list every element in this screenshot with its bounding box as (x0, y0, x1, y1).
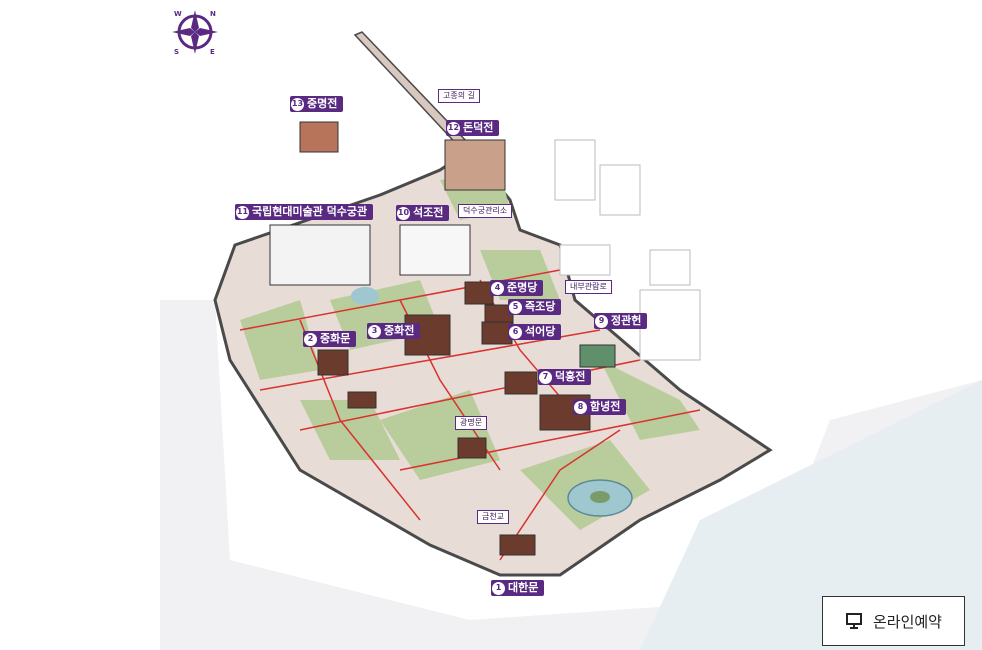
compass-w-label: W (174, 10, 182, 18)
landmark-name: 덕홍전 (555, 370, 586, 383)
landmark-number: 4 (491, 281, 504, 295)
gwangmyeongmun-tag: 광명문 (455, 416, 488, 430)
landmark-label-museum[interactable]: 11 국립현대미술관 덕수궁관 (235, 204, 374, 220)
daehanmun-building (499, 534, 536, 556)
gojong-road-tag: 고종의 길 (438, 89, 480, 103)
online-reservation-label: 온라인예약 (872, 612, 942, 631)
compass-s-label: S (174, 48, 179, 56)
deokhongjeon-building (504, 371, 538, 395)
landmark-label-jungmyeongjeon[interactable]: 13 중명전 (290, 96, 344, 112)
junghwamun-building (317, 349, 349, 376)
landmark-label-dondeokjeon[interactable]: 12 돈덕전 (446, 120, 500, 136)
landmark-label-junmyeongdang[interactable]: 4 준명당 (490, 280, 544, 296)
landmark-label-jeonggwanheon[interactable]: 9 정관헌 (594, 313, 648, 329)
landmark-number: 9 (595, 314, 608, 328)
compass-e-label: E (210, 48, 215, 56)
museum-building (269, 224, 371, 286)
landmark-number: 7 (539, 370, 552, 384)
landmark-number: 3 (368, 324, 381, 338)
landmark-number: 1 (492, 581, 505, 595)
seokjojeon-building (399, 224, 471, 276)
junghwajeon-building (404, 314, 451, 356)
landmark-name: 준명당 (507, 281, 538, 294)
fountain-pond (351, 287, 379, 305)
landmark-number: 13 (291, 97, 304, 111)
monitor-icon (845, 613, 862, 629)
landmark-label-seokjojeon[interactable]: 10 석조전 (396, 205, 450, 221)
landmark-number: 2 (304, 332, 317, 346)
junmyeongdang-building (464, 281, 494, 305)
landmark-name: 함녕전 (590, 400, 621, 413)
landmark-name: 정관헌 (611, 314, 642, 327)
landmark-name: 석조전 (413, 206, 444, 219)
landmark-name: 돈덕전 (463, 121, 494, 134)
inner-road-tag: 내부관람로 (565, 280, 612, 294)
landmark-label-junghwamun[interactable]: 2 중화문 (303, 331, 357, 347)
landmark-number: 10 (397, 206, 410, 220)
landmark-name: 중화전 (384, 324, 415, 337)
gwangmyeongmun-building (457, 437, 487, 459)
landmark-name: 즉조당 (525, 300, 556, 313)
landmark-number: 5 (509, 300, 522, 314)
landmark-name: 석어당 (525, 325, 556, 338)
dondeokjeon-building (444, 139, 506, 191)
landmark-name: 국립현대미술관 덕수궁관 (252, 205, 368, 218)
river-light (640, 380, 982, 650)
jeonggwanheon-building (579, 344, 616, 368)
landmark-label-hamnyeongjeon[interactable]: 8 함녕전 (573, 399, 627, 415)
landmark-number: 8 (574, 400, 587, 414)
landmark-label-junghwajeon[interactable]: 3 중화전 (367, 323, 421, 339)
landmark-label-seogeodang[interactable]: 6 석어당 (508, 324, 562, 340)
geumcheongyo-tag: 금천교 (477, 510, 510, 524)
landmark-name: 중화문 (320, 332, 351, 345)
office-tag: 덕수궁관리소 (458, 204, 513, 218)
gate-west-building (347, 391, 377, 409)
landmark-name: 대한문 (508, 581, 539, 594)
landmark-number: 11 (236, 205, 249, 219)
landmark-number: 6 (509, 325, 522, 339)
compass-rose-icon: W N S E (172, 10, 218, 56)
landmark-number: 12 (447, 121, 460, 135)
landmark-label-deokhongjeon[interactable]: 7 덕홍전 (538, 369, 592, 385)
online-reservation-button[interactable]: 온라인예약 (822, 596, 965, 646)
compass-n-label: N (210, 10, 216, 18)
landmark-name: 중명전 (307, 97, 338, 110)
landmark-label-daehanmun[interactable]: 1 대한문 (491, 580, 545, 596)
landmark-label-jeukjodang[interactable]: 5 즉조당 (508, 299, 562, 315)
jungmyeongjeon-building (299, 121, 339, 153)
